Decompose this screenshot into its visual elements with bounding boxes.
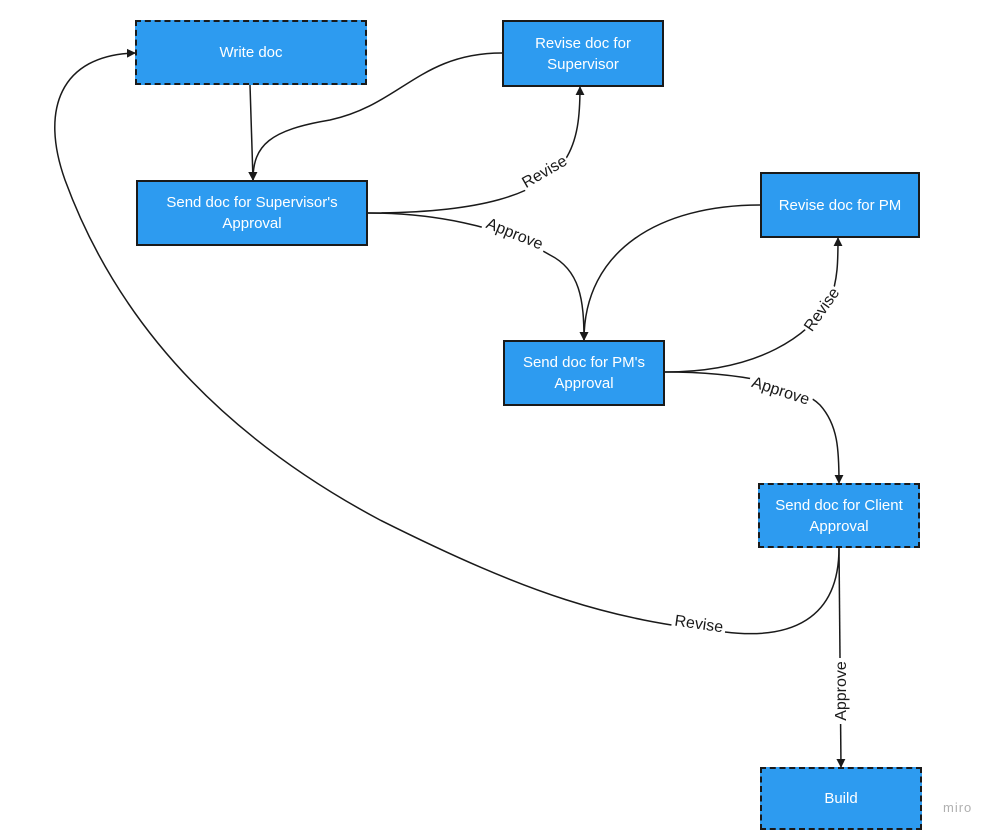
node-revise-pm[interactable]: Revise doc for PM <box>760 172 920 238</box>
node-send-client[interactable]: Send doc for Client Approval <box>758 483 920 548</box>
node-send-supervisor-label: Send doc for Supervisor's Approval <box>166 194 338 232</box>
miro-watermark: miro <box>943 800 973 815</box>
svg-text:Approve: Approve <box>833 661 850 721</box>
edge-revise-3 <box>54 48 840 635</box>
node-revise-supervisor-label: Revise doc for Supervisor <box>535 34 631 73</box>
edge-label-approve-2: Approve <box>746 369 816 411</box>
node-send-supervisor[interactable]: Send doc for Supervisor's Approval <box>136 180 368 246</box>
node-send-client-label: Send doc for Client Approval <box>775 496 903 535</box>
node-send-pm-label: Send doc for PM's Approval <box>522 354 646 392</box>
svg-text:Revise: Revise <box>673 613 724 637</box>
edge-label-approve-3: Approve <box>829 658 851 724</box>
edge-revise-sup-to-send-sup <box>248 52 503 181</box>
edge-revise-pm-to-send-pm <box>579 204 761 341</box>
node-build-label: Build <box>824 790 858 807</box>
node-write-doc-label: Write doc <box>219 44 283 61</box>
node-revise-supervisor[interactable]: Revise doc for Supervisor <box>502 20 664 87</box>
edge-write-to-supervisor <box>248 84 258 181</box>
edge-approve-3 <box>836 547 846 768</box>
edge-label-approve-1: Approve <box>480 210 550 256</box>
edge-label-revise-2: Revise <box>797 281 845 337</box>
edge-approve-2 <box>664 371 844 484</box>
edge-label-revise-3: Revise <box>670 608 728 638</box>
edge-label-revise-1: Revise <box>515 148 573 194</box>
node-send-pm[interactable]: Send doc for PM's Approval <box>503 340 665 406</box>
node-revise-pm-label: Revise doc for PM <box>778 196 902 214</box>
node-write-doc[interactable]: Write doc <box>135 20 367 85</box>
edge-revise-1 <box>367 86 585 214</box>
node-build[interactable]: Build <box>760 767 922 830</box>
edge-approve-1 <box>367 212 589 341</box>
